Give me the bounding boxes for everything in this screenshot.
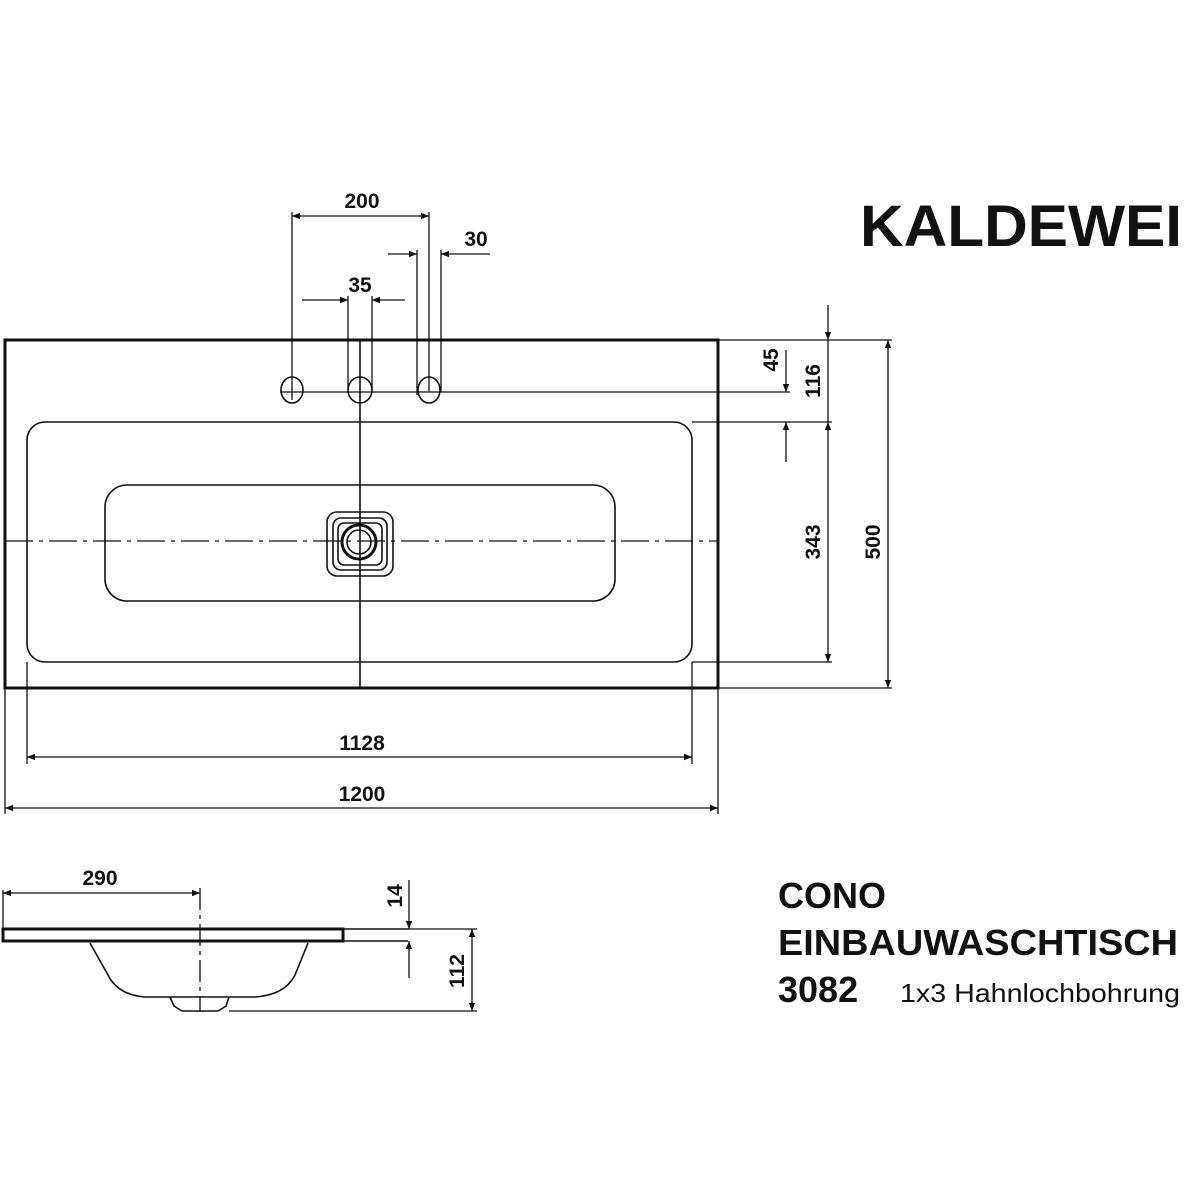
top-dimensions: 200 30 35 45 116 343 500 1128 1200 xyxy=(4,190,892,814)
dim-500: 500 xyxy=(862,524,885,559)
dim-112: 112 xyxy=(446,954,469,988)
dim-343: 343 xyxy=(802,524,825,559)
dim-200: 200 xyxy=(344,190,379,213)
dim-1200: 1200 xyxy=(339,783,386,806)
brand-logo: KALDEWEI xyxy=(860,194,1182,259)
product-series: CONO xyxy=(778,875,886,916)
product-model: 3082 xyxy=(778,969,858,1010)
countertop-outline xyxy=(3,338,720,690)
dim-30: 30 xyxy=(464,228,487,251)
dim-116: 116 xyxy=(802,364,825,398)
dim-290: 290 xyxy=(82,867,117,890)
dim-1128: 1128 xyxy=(339,732,385,755)
product-type: EINBAUWASCHTISCH xyxy=(778,922,1178,963)
side-dimensions: 290 14 112 xyxy=(2,867,477,1012)
bowl-section xyxy=(89,942,309,998)
side-view xyxy=(1,888,408,1012)
dim-14: 14 xyxy=(384,884,407,908)
dim-35: 35 xyxy=(348,274,372,297)
countertop-section xyxy=(1,927,345,943)
product-variant: 1x3 Hahnlochbohrung xyxy=(900,978,1180,1008)
dim-45: 45 xyxy=(760,348,783,372)
